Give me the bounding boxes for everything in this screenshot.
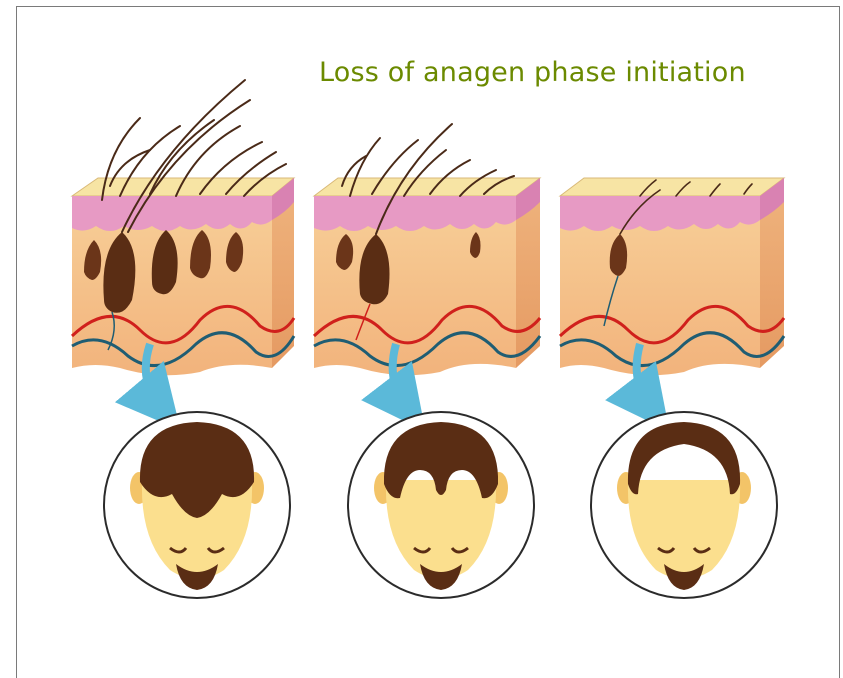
skin-block-stage-3 xyxy=(560,178,784,375)
head-stage-3 xyxy=(591,412,777,598)
head-stage-1 xyxy=(104,412,290,598)
skin-block-stage-1 xyxy=(72,80,294,375)
skin-block-stage-2 xyxy=(314,124,540,375)
head-stage-2 xyxy=(348,412,534,598)
